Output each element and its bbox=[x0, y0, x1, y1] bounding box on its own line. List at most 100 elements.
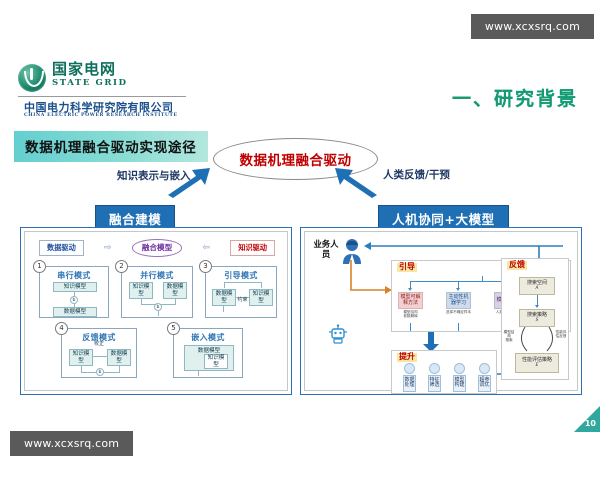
improve-item[interactable]: 特征筛选 bbox=[428, 375, 441, 392]
section-badge: 数据机理融合驱动实现途径 bbox=[14, 131, 208, 162]
feedback-search-strategy[interactable]: 搜索策略 S bbox=[519, 309, 555, 327]
person-icon bbox=[343, 239, 361, 264]
driver-center-box: 融合模型 bbox=[131, 239, 183, 257]
institute-name-en: CHINA ELECTRIC POWER RESEARCH INSTITUTE bbox=[24, 113, 178, 118]
mode-card-parallel[interactable]: 2 并行模式 知识模型 数据模型 b bbox=[115, 260, 193, 318]
connector bbox=[458, 281, 459, 289]
mode-title: 嵌入模式 bbox=[191, 333, 225, 342]
connector bbox=[261, 282, 262, 288]
chevron-left-icon: ⇦ bbox=[202, 243, 210, 253]
improve-group: 提升 数据处理 特征筛选 模型构建 超参调优 bbox=[391, 350, 497, 394]
page-corner-decoration bbox=[574, 406, 600, 432]
connector bbox=[198, 371, 199, 376]
institute-name-cn: 中国电力科学研究院有限公司 bbox=[24, 101, 174, 114]
left-panel-inner: 数据驱动 ⇨ 融合模型 ⇦ 知识驱动 1 串行模式 知识模型 b 数据模型 2 … bbox=[24, 231, 288, 391]
connector bbox=[223, 306, 224, 312]
feedback-box-symbol: S bbox=[535, 318, 539, 324]
feedback-box-label: 搜索策略 bbox=[526, 311, 547, 318]
mode-number: 1 bbox=[33, 260, 46, 273]
arrow-person-to-guide-icon bbox=[350, 260, 392, 294]
chevron-right-icon: ⇨ bbox=[104, 243, 112, 253]
org-name-en: STATE GRID bbox=[52, 78, 128, 88]
arrowhead-icon bbox=[455, 288, 460, 291]
feedback-search-space[interactable]: 搜索空间 A bbox=[519, 277, 555, 295]
improve-group-title: 提升 bbox=[397, 352, 417, 362]
mode-card-feedback[interactable]: 4 反馈模式 校正 知识模型 数据模型 b bbox=[55, 322, 137, 378]
connector bbox=[410, 281, 411, 289]
connector bbox=[236, 297, 249, 298]
logo-divider bbox=[18, 96, 186, 97]
feedback-group-title: 反馈 bbox=[507, 260, 527, 270]
left-arrow-label: 知识表示与嵌入 bbox=[117, 170, 191, 182]
improve-item[interactable]: 超参调优 bbox=[478, 375, 491, 392]
arrowhead-icon bbox=[534, 305, 539, 308]
connector bbox=[458, 323, 459, 331]
robot-icon bbox=[329, 324, 347, 344]
state-grid-logo: 国家电网 STATE GRID bbox=[18, 62, 128, 92]
watermark-bottom: www.xcxsrq.com bbox=[10, 431, 134, 456]
connector bbox=[410, 323, 411, 331]
mode-card-serial[interactable]: 1 串行模式 知识模型 b 数据模型 bbox=[33, 260, 109, 318]
feature-selection-icon bbox=[429, 363, 440, 374]
guide-item-label[interactable]: 模型可解释方法 bbox=[398, 292, 423, 309]
page-title: 一、研究背景 bbox=[452, 84, 578, 111]
connector bbox=[537, 295, 538, 307]
mode-node: b bbox=[96, 368, 104, 376]
improve-item[interactable]: 数据处理 bbox=[403, 375, 416, 392]
guide-item-label[interactable]: 主动性机器学习 bbox=[446, 292, 471, 309]
mode-number: 5 bbox=[167, 322, 180, 335]
guide-group-title: 引导 bbox=[397, 262, 417, 272]
mode-box: 知识模型 bbox=[204, 354, 228, 369]
mode-box: 数据模型 bbox=[212, 289, 236, 306]
driver-row: 数据驱动 ⇨ 融合模型 ⇦ 知识驱动 bbox=[39, 238, 275, 258]
mode-number: 4 bbox=[55, 322, 68, 335]
hyperparameter-tuning-icon bbox=[479, 363, 490, 374]
mode-box: 数据模型 bbox=[53, 307, 97, 317]
connector bbox=[141, 299, 142, 304]
feedback-eval-strategy[interactable]: 性能评估策略 E bbox=[515, 353, 559, 373]
mode-box: 知识模型 bbox=[129, 282, 153, 299]
mode-node: b bbox=[70, 296, 78, 304]
org-name-cn: 国家电网 bbox=[52, 60, 117, 78]
guide-item-sub: 模型结构 参数解释 bbox=[403, 310, 418, 318]
data-processing-icon bbox=[404, 363, 415, 374]
connector bbox=[482, 276, 483, 282]
arrow-feedback-to-person-icon bbox=[364, 242, 563, 250]
feedback-box-symbol: A bbox=[535, 286, 539, 292]
arrow-down-to-improve-icon bbox=[423, 332, 439, 352]
driver-knowledge-box: 知识驱动 bbox=[230, 240, 275, 256]
connector bbox=[119, 366, 120, 372]
driver-data-box: 数据驱动 bbox=[39, 240, 84, 256]
right-panel-inner: 业务人员 引导 bbox=[304, 231, 578, 394]
feedback-box-label: 搜索空间 bbox=[526, 279, 547, 286]
mode-card-guided[interactable]: 3 引导模式 数据模型 知识模型 约束 bbox=[199, 260, 277, 318]
connector bbox=[74, 292, 75, 297]
mode-title: 引导模式 bbox=[224, 271, 258, 280]
mode-title: 串行模式 bbox=[57, 271, 91, 280]
central-concept-label: 数据机理融合驱动 bbox=[239, 153, 352, 169]
improve-item[interactable]: 模型构建 bbox=[453, 375, 466, 392]
mode-box: 知识模型 bbox=[249, 289, 273, 306]
arrowhead-icon bbox=[407, 288, 412, 291]
model-building-icon bbox=[454, 363, 465, 374]
feedback-loop-arrows-icon bbox=[521, 327, 553, 352]
mode-box: 知识模型 bbox=[69, 349, 93, 366]
mode-box: 知识模型 bbox=[53, 282, 97, 292]
feedback-right-label: 性能评估反馈 bbox=[555, 330, 567, 338]
mode-node: b bbox=[154, 303, 162, 311]
arrow-left-up-icon bbox=[168, 168, 210, 198]
connector bbox=[224, 282, 262, 283]
mode-title: 反馈模式 bbox=[82, 333, 116, 342]
mode-card-embedded[interactable]: 5 嵌入模式 数据模型 知识模型 bbox=[167, 322, 243, 378]
mode-box: 数据模型 bbox=[107, 349, 131, 366]
mode-tag: 约束 bbox=[237, 297, 248, 303]
arrow-right-up-icon bbox=[335, 168, 377, 198]
right-arrow-label: 人类反馈/干预 bbox=[383, 169, 450, 181]
feedback-group: 反馈 搜索空间 A 搜索策略 S 模型结构 搜索 性能评估反馈 性能评估策略 E bbox=[501, 258, 569, 380]
connector bbox=[224, 282, 225, 288]
central-concept: 数据机理融合驱动 bbox=[213, 138, 378, 180]
feedback-left-label: 模型结构 搜索 bbox=[503, 330, 515, 342]
mode-number: 2 bbox=[115, 260, 128, 273]
right-panel: 业务人员 引导 bbox=[300, 227, 582, 395]
connector bbox=[175, 299, 176, 304]
